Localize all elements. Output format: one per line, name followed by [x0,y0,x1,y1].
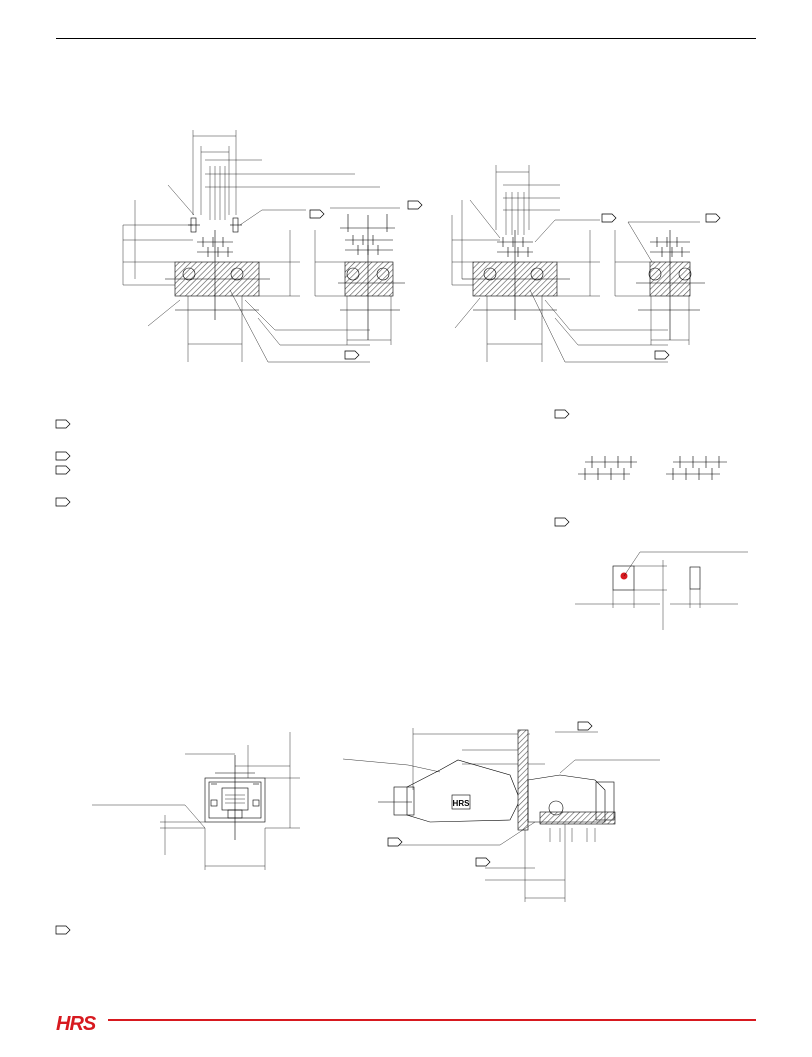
pin-pattern-figure [578,456,727,480]
position-tolerance-figure [575,551,748,630]
pcb-layout-right [451,165,721,363]
footer-rule [108,1019,756,1021]
plug-logo: HRS [453,799,471,808]
pcb-layout-left [122,130,423,363]
header-rule [56,38,756,39]
brand-logo: HRS [56,1013,96,1035]
jack-front-view [92,732,300,870]
note-flags [55,409,570,935]
jack-side-view: HRS [342,721,660,902]
plug-logo-box [451,794,471,810]
